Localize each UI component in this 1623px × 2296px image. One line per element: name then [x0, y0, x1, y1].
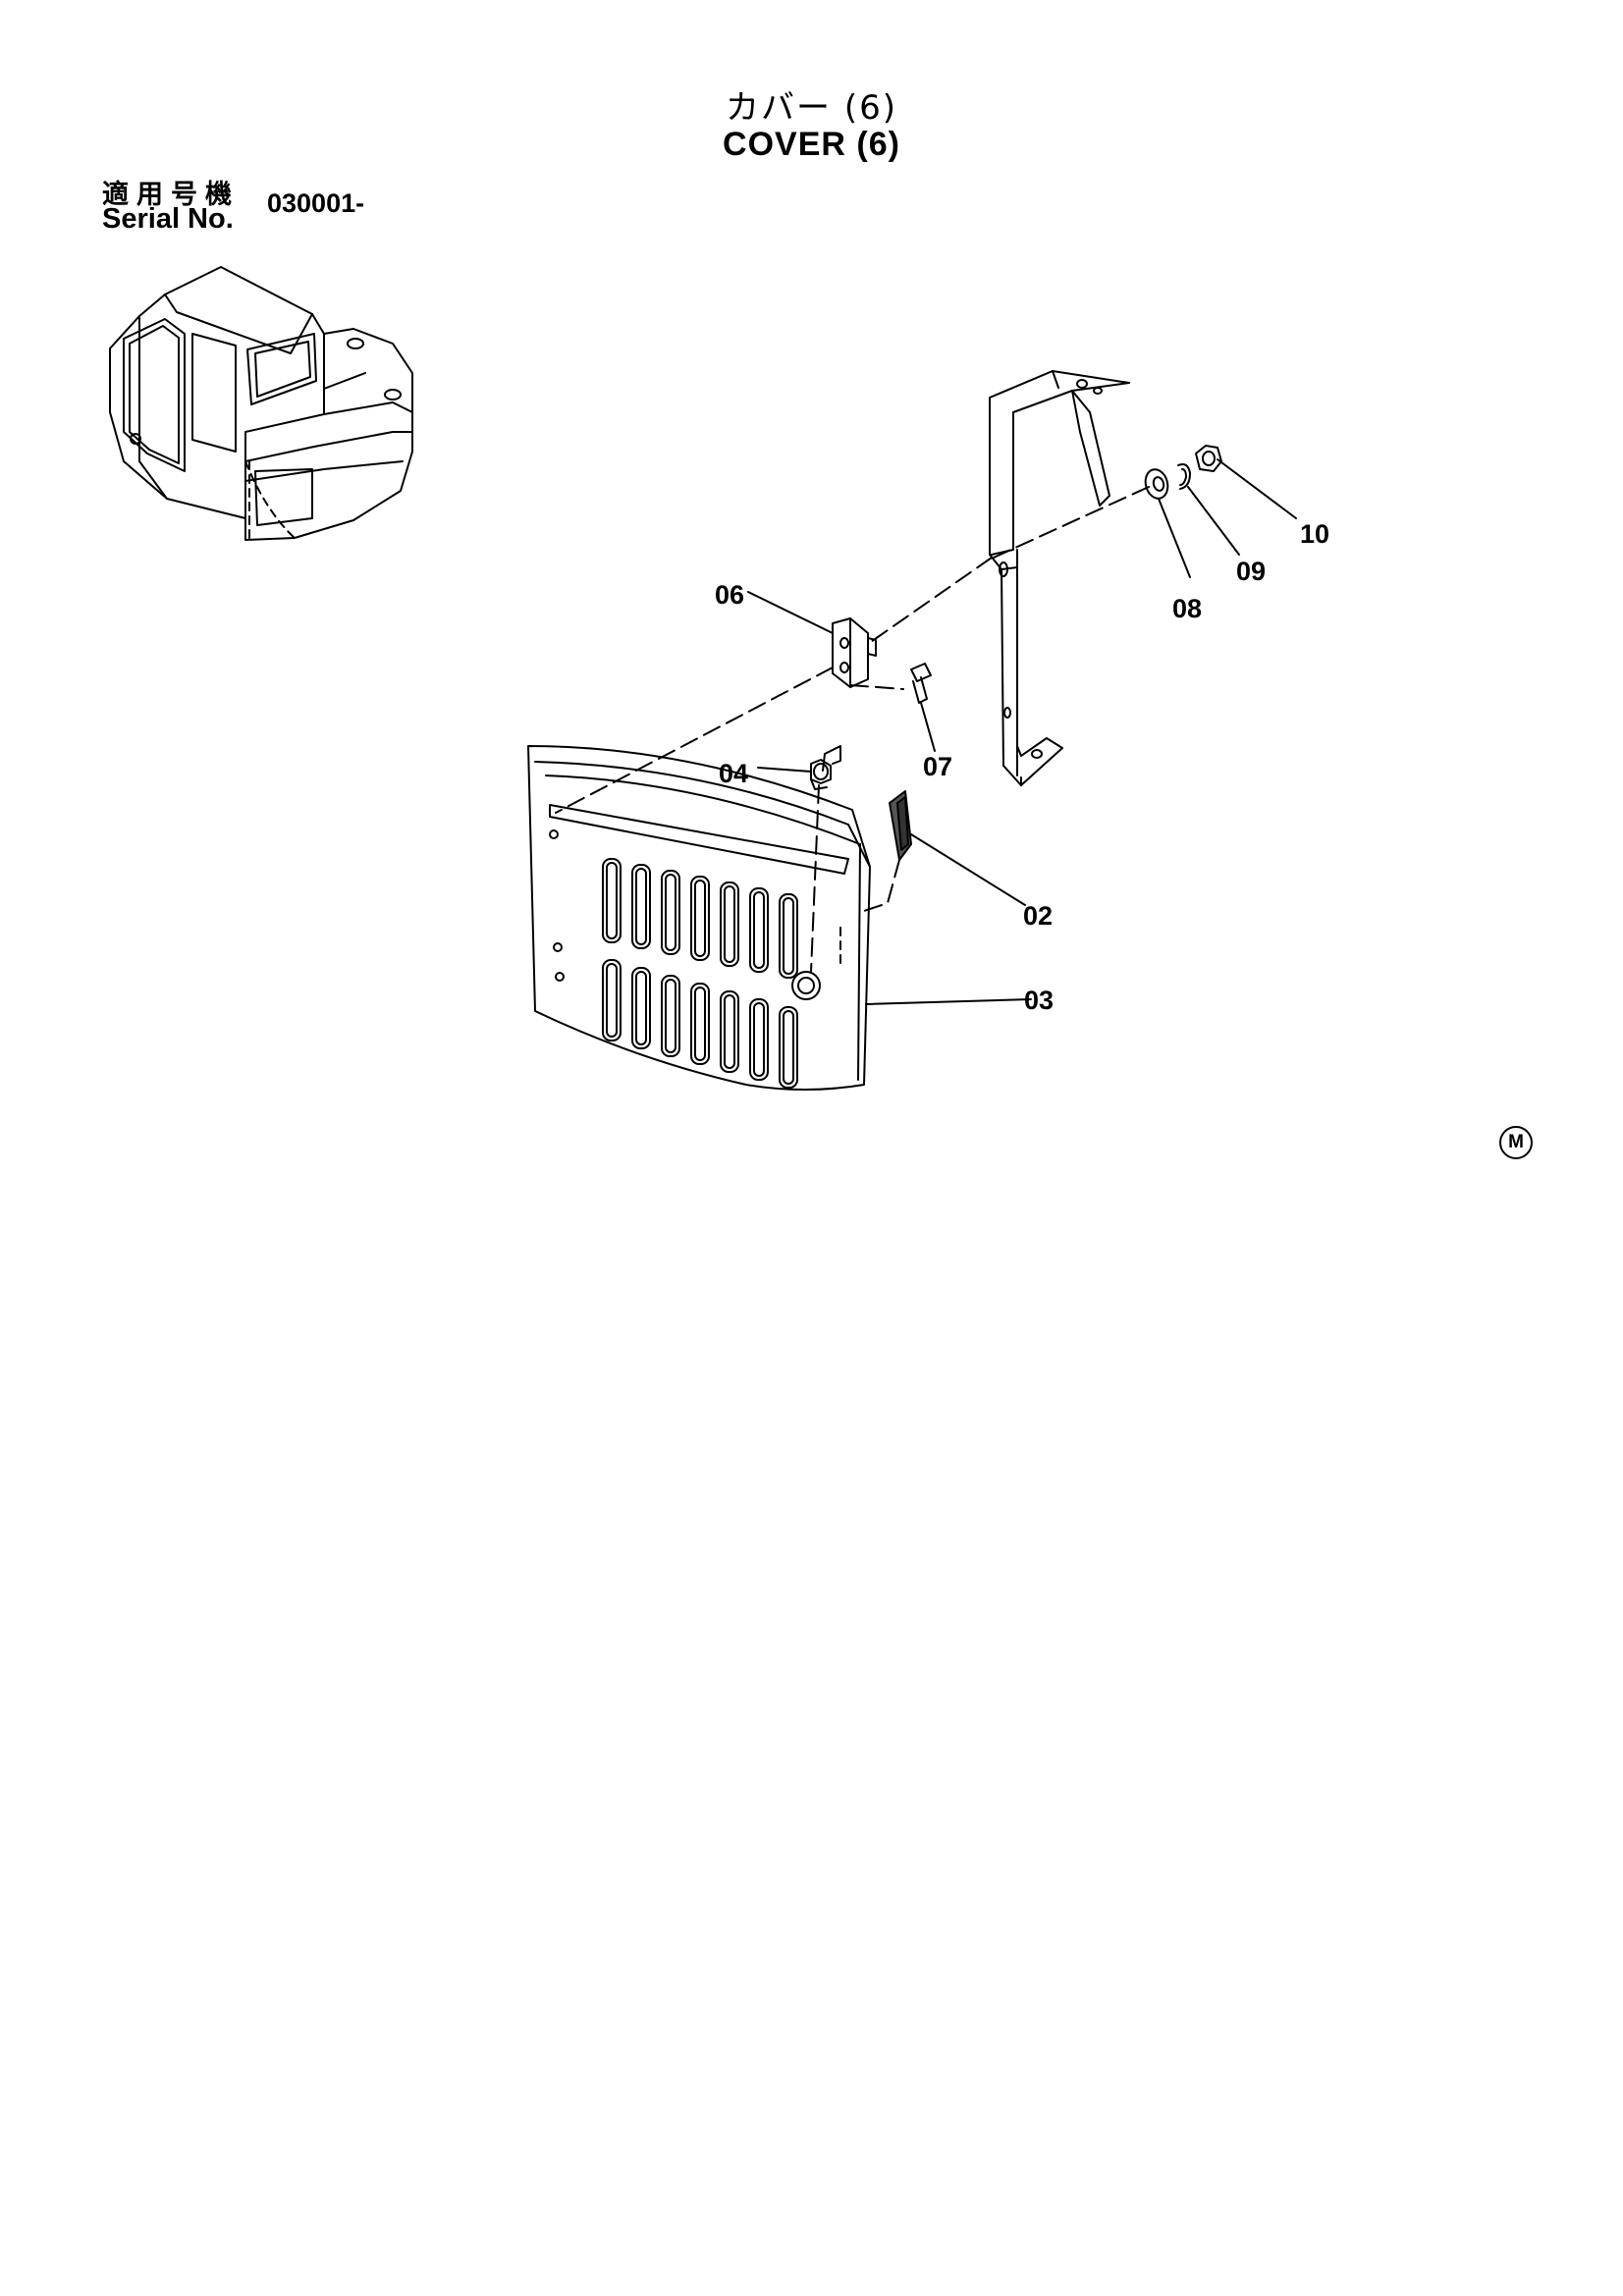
louvre-slot-inner: [635, 868, 647, 945]
louvre-slot-inner: [783, 897, 794, 975]
latch-illustration: [810, 745, 841, 790]
louvre-slot-inner: [724, 885, 735, 963]
louvre-slot-inner: [606, 862, 618, 939]
louvre-slot: [779, 1006, 798, 1089]
louvre-slot-inner: [665, 874, 676, 951]
m-circle-mark: M: [1499, 1126, 1533, 1159]
cover-louvres: [602, 858, 798, 1089]
callout-02: 02: [1023, 901, 1053, 931]
louvre-slot-inner: [753, 1002, 765, 1077]
louvre-slot: [661, 870, 680, 955]
callout-08: 08: [1172, 594, 1202, 623]
louvre-slot-inner: [694, 987, 706, 1061]
louvre-slot: [690, 876, 710, 961]
leader-lines: [747, 458, 1297, 1005]
louvre-slot-inner: [694, 880, 706, 957]
louvre-slot-inner: [635, 971, 647, 1045]
assembly-lines: [555, 486, 1150, 973]
louvre-slot: [631, 864, 651, 949]
louvre-slot: [749, 887, 769, 973]
louvre-slot: [749, 998, 769, 1081]
louvre-slot: [720, 990, 739, 1073]
louvre-slot: [779, 893, 798, 979]
bracket-illustration: [989, 370, 1130, 786]
callout-07: 07: [923, 752, 952, 781]
louvre-slot: [602, 959, 622, 1041]
louvre-slot: [690, 983, 710, 1065]
louvre-slot: [720, 881, 739, 967]
louvre-slot-inner: [606, 963, 618, 1038]
louvre-slot-inner: [724, 994, 735, 1069]
page-title-jp: カバー (6): [726, 88, 897, 128]
louvre-slot: [661, 975, 680, 1057]
louvre-slot-inner: [665, 979, 676, 1053]
callout-09: 09: [1236, 557, 1266, 586]
serial-number-value: 030001-: [267, 188, 365, 218]
louvre-slot: [602, 858, 622, 943]
hinge-illustration: [832, 617, 932, 704]
callout-04: 04: [719, 759, 748, 788]
cover-panel-illustration: [527, 745, 871, 1091]
louvre-slot-inner: [783, 1010, 794, 1085]
serial-label-en: Serial No.: [102, 203, 234, 235]
rubber-pad-illustration: [889, 790, 912, 861]
louvre-slot-inner: [753, 891, 765, 969]
callout-10: 10: [1300, 519, 1329, 549]
louvre-slot: [631, 967, 651, 1049]
callout-06: 06: [715, 580, 744, 610]
machine-overview-illustration: [109, 266, 413, 541]
callout-labels: 06 07 04 02 03 08 09 10: [715, 519, 1329, 1015]
page-title-en: COVER (6): [723, 126, 900, 163]
serial-label-jp: 適用号機: [102, 180, 240, 210]
hardware-illustration: [1144, 445, 1222, 500]
callout-03: 03: [1024, 986, 1054, 1015]
